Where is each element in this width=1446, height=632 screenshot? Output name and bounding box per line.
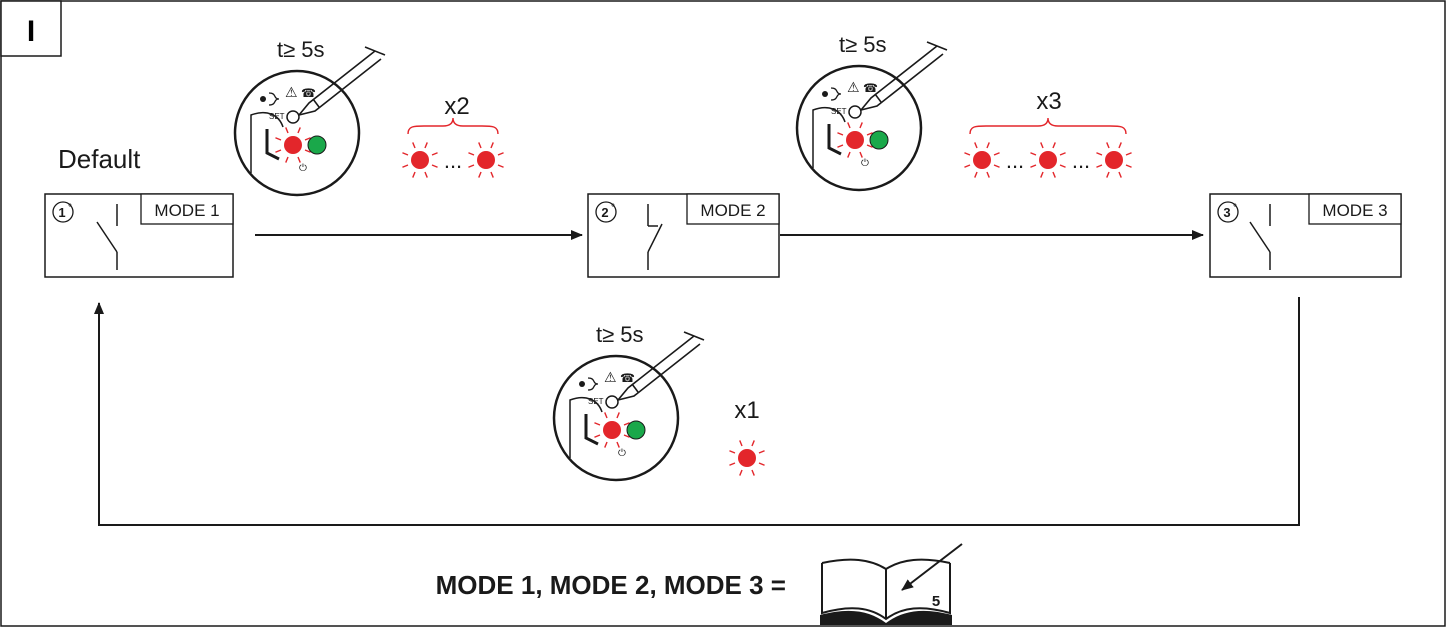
footer-text: MODE 1, MODE 2, MODE 3 = <box>436 570 786 600</box>
mode-name-label: MODE 3 <box>1322 201 1387 220</box>
power-icon: ⏻ <box>861 158 869 169</box>
red-led-blink-icon <box>1030 142 1066 178</box>
mode-box-1: MODE 1 1° <box>44 193 234 278</box>
mode-box-3: MODE 3 3° <box>1209 193 1402 278</box>
set-button-icon <box>605 395 619 409</box>
set-button-label: SET <box>831 107 847 116</box>
phone-icon: ☎ <box>863 81 878 95</box>
open-contact-icon <box>1249 204 1271 270</box>
green-led-icon <box>869 130 889 150</box>
blink-sequence-1: x2... <box>402 93 504 178</box>
power-icon: ⏻ <box>618 448 626 459</box>
blink-count-label: x3 <box>1036 88 1061 115</box>
open-contact-icon <box>96 204 118 270</box>
svg-text:I: I <box>27 15 35 48</box>
set-button-label: SET <box>269 112 285 121</box>
press-set-detail-3: ⚠☎ SET ⏻ t≥ 5s <box>552 322 705 482</box>
red-brace-icon <box>969 117 1127 135</box>
warning-icon: ⚠ <box>285 84 298 100</box>
mode-number-badge <box>595 201 617 223</box>
mode-number-badge <box>1217 201 1239 223</box>
press-set-detail-1: ⚠☎ SET ⏻ t≥ 5s <box>233 37 386 197</box>
blink-sequence-3: x1 <box>729 397 765 476</box>
pen-icon <box>860 41 948 111</box>
pen-icon <box>617 331 705 401</box>
manual-page-number: 5 <box>932 593 940 610</box>
blink-count-label: x2 <box>444 93 469 120</box>
power-icon: ⏻ <box>299 163 307 174</box>
press-set-detail-2: ⚠☎ SET ⏻ t≥ 5s <box>795 32 948 192</box>
hold-time-label: t≥ 5s <box>596 322 644 347</box>
mode-name-label: MODE 2 <box>700 201 765 220</box>
set-button-label: SET <box>588 397 604 406</box>
red-led-blink-icon <box>468 142 504 178</box>
hold-time-label: t≥ 5s <box>839 32 887 57</box>
red-led-blink-icon <box>729 440 765 476</box>
mode-box-2: MODE 2 2° <box>587 193 780 278</box>
phone-icon: ☎ <box>620 371 635 385</box>
panel-label: I <box>0 0 62 57</box>
mode-number: 2 <box>601 205 608 220</box>
ellipsis-label: ... <box>1072 148 1090 173</box>
set-button-icon <box>848 105 862 119</box>
warning-icon: ⚠ <box>604 369 617 385</box>
red-led-blink-icon <box>1096 142 1132 178</box>
mode-degree-mark: ° <box>68 203 72 214</box>
ellipsis-label: ... <box>444 148 462 173</box>
warning-icon: ⚠ <box>847 79 860 95</box>
mode-number: 1 <box>58 205 65 220</box>
green-led-icon <box>307 135 327 155</box>
manual-pointer-arrow <box>901 543 963 591</box>
red-led-blink-icon <box>402 142 438 178</box>
set-button-icon <box>286 110 300 124</box>
red-led-icon <box>594 412 630 448</box>
red-brace-icon <box>407 117 499 135</box>
default-label: Default <box>58 144 141 174</box>
blink-count-label: x1 <box>734 397 759 424</box>
mode-degree-mark: ° <box>1233 203 1237 214</box>
arrow-mode3-to-mode1 <box>94 297 1300 526</box>
manual-book-icon: 5 <box>820 558 952 625</box>
mode-boxes: MODE 11°MODE 22°MODE 33° <box>44 193 1402 278</box>
pen-icon <box>298 46 386 116</box>
blink-sequence-2: x3...... <box>964 88 1132 178</box>
mode-number: 3 <box>1223 205 1230 220</box>
mode-name-label: MODE 1 <box>154 201 219 220</box>
phone-icon: ☎ <box>301 86 316 100</box>
closed-contact-icon <box>647 204 663 270</box>
hold-time-label: t≥ 5s <box>277 37 325 62</box>
red-led-icon <box>837 122 873 158</box>
mode-number-badge <box>52 201 74 223</box>
green-led-icon <box>626 420 646 440</box>
red-led-blink-icon <box>964 142 1000 178</box>
ellipsis-label: ... <box>1006 148 1024 173</box>
red-led-icon <box>275 127 311 163</box>
mode-degree-mark: ° <box>611 203 615 214</box>
